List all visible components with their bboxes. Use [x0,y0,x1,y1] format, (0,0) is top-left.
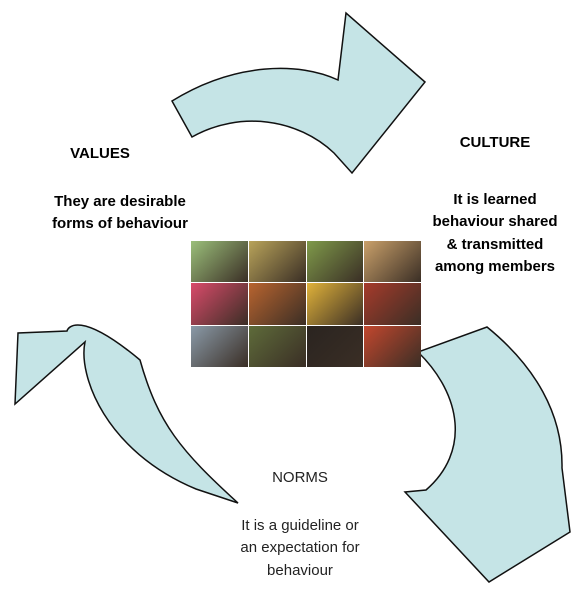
norms-line-1: It is a guideline or [241,516,359,534]
collage-photo-tile [191,241,248,283]
culture-line-2: behaviour shared [432,213,558,230]
norms-block: NORMS It is a guideline or an expectatio… [215,467,385,582]
culture-photo-collage [191,241,421,367]
culture-title: CULTURE [459,134,531,151]
collage-photo-tile [306,325,364,367]
collage-photo-tile [364,325,421,367]
collage-photo-tile [248,241,306,283]
collage-photo-tile [364,283,421,325]
values-line-2: forms of behaviour [52,215,188,232]
culture-block: CULTURE It is learned behaviour shared &… [420,132,570,279]
norms-line-3: behaviour [267,561,333,579]
norms-title: NORMS [272,469,328,486]
collage-photo-tile [248,283,306,325]
arrow-culture-to-norms [403,326,571,583]
culture-line-4: among members [434,258,556,275]
norms-line-2: an expectation for [240,539,360,556]
collage-photo-tile [306,241,364,283]
values-block: VALUES They are desirable forms of behav… [20,143,220,236]
values-title: VALUES [70,145,130,162]
collage-photo-tile [191,283,248,325]
culture-line-3: & transmitted [446,235,544,253]
collage-photo-tile [306,283,364,325]
collage-photo-tile [191,325,248,367]
values-line-1: They are desirable [54,192,186,210]
collage-photo-tile [364,241,421,283]
arrow-values-to-culture [170,11,427,175]
collage-photo-tile [248,325,306,367]
arrow-norms-to-values [14,324,239,504]
culture-line-1: It is learned [453,190,537,208]
